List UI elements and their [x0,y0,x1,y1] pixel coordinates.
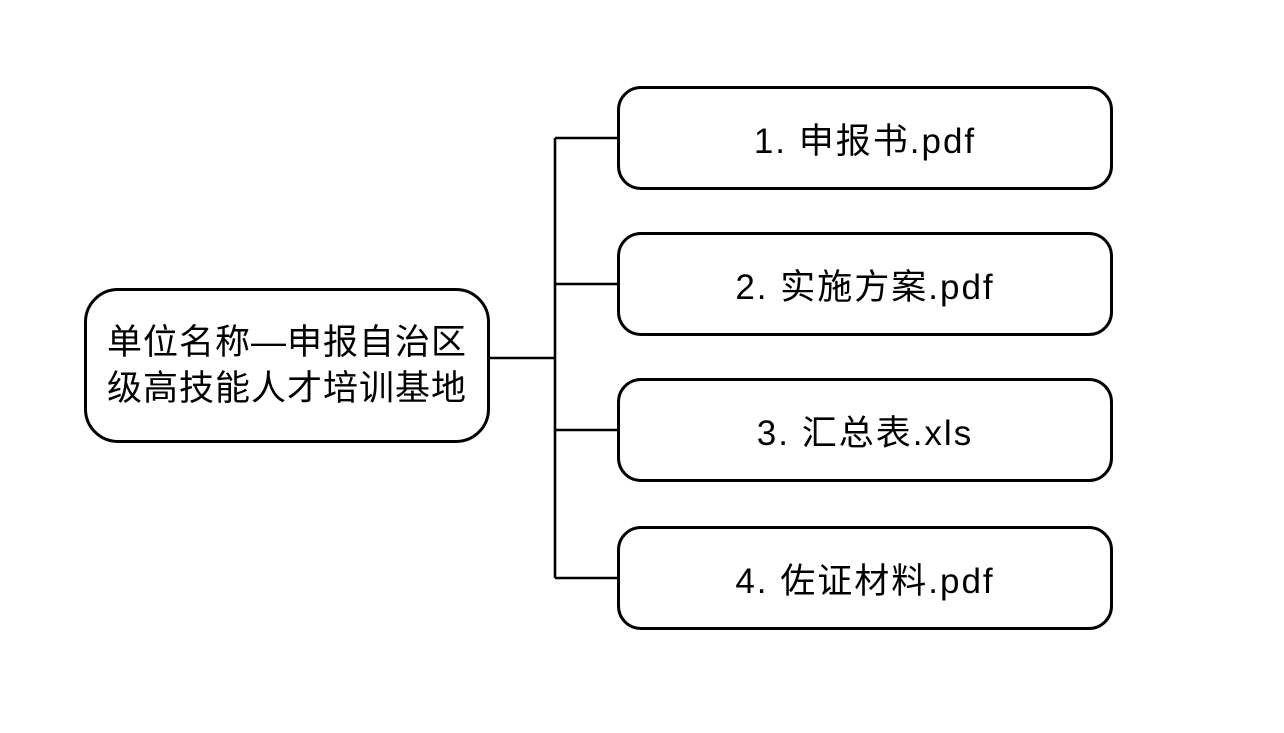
root-node: 单位名称—申报自治区 级高技能人才培训基地 [84,288,490,443]
node-label: 1. 申报书.pdf [753,121,977,161]
node-label: 4. 佐证材料.pdf [735,561,995,601]
node-label: 2. 实施方案.pdf [735,267,995,307]
node-file-shishifangan-pdf: 2. 实施方案.pdf [617,232,1113,336]
root-node-label-line2: 级高技能人才培训基地 [106,368,467,408]
node-file-zuozhengcailiao-pdf: 4. 佐证材料.pdf [617,526,1113,630]
node-file-huizongbiao-xls: 3. 汇总表.xls [617,378,1113,482]
node-file-shenbaoshu-pdf: 1. 申报书.pdf [617,86,1113,190]
node-label: 3. 汇总表.xls [756,413,974,453]
tree-connector-path [490,136,617,580]
root-node-label-line1: 单位名称—申报自治区 [106,322,467,362]
